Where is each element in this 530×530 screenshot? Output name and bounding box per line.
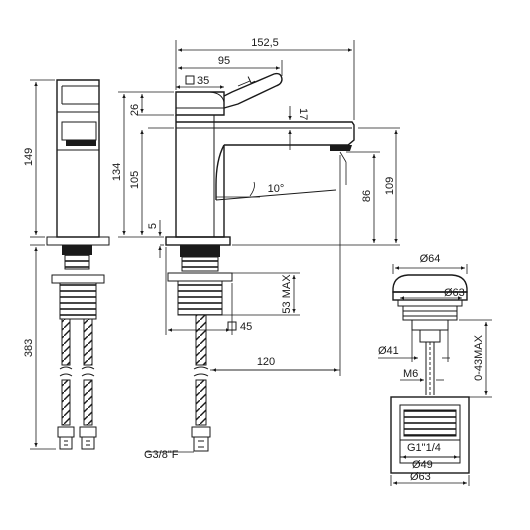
- dim-waste-base: Ø63: [390, 471, 470, 486]
- dim-109: 109: [232, 127, 400, 246]
- dim-square-35: 35: [176, 75, 224, 89]
- dim-waste-flange: Ø63: [400, 287, 465, 300]
- dim-waste-deck: 0-43MAX: [459, 319, 492, 398]
- dim-5: 5: [147, 220, 164, 258]
- lever-annotation: L: [237, 73, 257, 87]
- dim-95: 95: [178, 55, 283, 76]
- dim-152-5-label: 152,5: [251, 37, 279, 49]
- dim-hose-connection-label: G3/8"F: [144, 449, 179, 461]
- dim-waste-stem-label: Ø41: [378, 345, 399, 357]
- dim-53-max-label: 53 MAX: [281, 274, 293, 314]
- dim-waste-rod-label: M6: [403, 368, 418, 380]
- dim-waste-base-label: Ø63: [410, 471, 431, 483]
- dim-149: 149: [23, 79, 55, 238]
- dim-waste-stem: Ø41: [378, 330, 450, 362]
- dim-10-deg: 10°: [216, 181, 285, 198]
- dim-square-45: 45: [165, 247, 252, 335]
- dim-383-label: 383: [23, 339, 35, 357]
- dim-26-label: 26: [129, 104, 141, 116]
- dim-152-5: 152,5: [175, 37, 355, 120]
- dim-53-max: 53 MAX: [222, 272, 300, 316]
- dim-120: 120: [210, 155, 341, 376]
- front-view-faucet: [165, 72, 355, 452]
- dim-10-deg-label: 10°: [268, 183, 285, 195]
- dim-149-label: 149: [23, 148, 35, 166]
- dim-120-label: 120: [257, 356, 275, 368]
- dim-109-label: 109: [384, 177, 396, 195]
- dim-waste-body-label: Ø49: [412, 459, 433, 471]
- dim-383: 383: [23, 244, 56, 450]
- dim-waste-outlet-thread-label: G1"1/4: [407, 442, 441, 454]
- dim-waste-cap-label: Ø64: [420, 253, 441, 265]
- dim-17-label: 17: [297, 108, 309, 120]
- dim-17: 17: [288, 106, 309, 150]
- dim-134-label: 134: [111, 163, 123, 181]
- dim-waste-outlet-thread: G1"1/4: [406, 439, 454, 454]
- dim-105-label: 105: [129, 171, 141, 189]
- dim-waste-deck-label: 0-43MAX: [473, 334, 485, 381]
- dim-86: 86: [339, 151, 380, 243]
- dim-waste-cap: Ø64: [392, 253, 468, 274]
- svg-text:L: L: [246, 73, 257, 86]
- dim-vertical-front: 134 26 105: [111, 91, 174, 238]
- dim-square-35-label: 35: [197, 75, 209, 87]
- side-view: [46, 79, 110, 450]
- waste-drawing: [390, 274, 470, 474]
- dim-86-label: 86: [361, 190, 373, 202]
- dim-5-label: 5: [147, 223, 159, 229]
- dim-waste-body: Ø49: [402, 455, 458, 471]
- dim-square-45-label: 45: [240, 321, 252, 333]
- dim-95-label: 95: [218, 55, 230, 67]
- dim-hose-connection: G3/8"F: [144, 449, 194, 461]
- dim-waste-rod: M6: [400, 368, 444, 382]
- dim-waste-flange-label: Ø63: [444, 287, 465, 299]
